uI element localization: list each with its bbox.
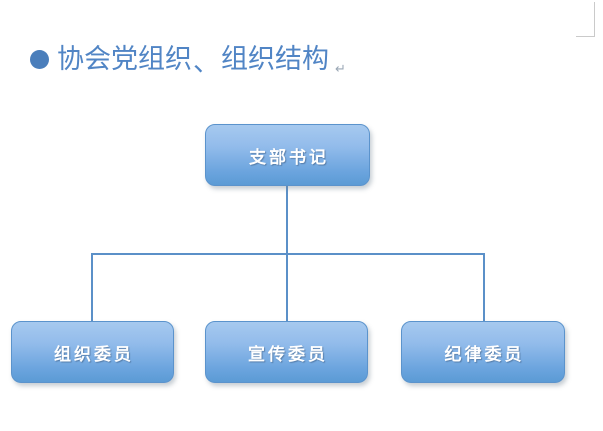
connector-down-child-1 [91, 253, 93, 323]
bullet-circle-icon [30, 50, 49, 69]
org-node-child-1-label: 组织委员 [54, 344, 134, 365]
heading-text-part2: 组织结构 [221, 43, 329, 75]
connector-root-down [286, 186, 288, 254]
connector-down-child-2 [286, 253, 288, 323]
section-heading: 协会党组织 、 组织结构 ↵ [30, 40, 346, 79]
paragraph-mark-icon: ↵ [335, 62, 346, 77]
heading-separator: 、 [193, 47, 220, 78]
page-corner-guide [576, 2, 595, 37]
org-node-child-3-label: 纪律委员 [444, 344, 525, 365]
org-node-child-2-label: 宣传委员 [248, 344, 328, 365]
org-node-child-3[interactable]: 纪律委员 [401, 321, 565, 383]
connector-horizontal-bus [91, 253, 485, 255]
connector-down-child-3 [483, 253, 485, 323]
org-node-root[interactable]: 支部书记 [205, 124, 370, 186]
org-node-child-2[interactable]: 宣传委员 [205, 321, 368, 383]
org-node-child-1[interactable]: 组织委员 [11, 321, 174, 383]
org-node-root-label: 支部书记 [249, 147, 329, 168]
heading-text-part1: 协会党组织 [57, 43, 192, 75]
